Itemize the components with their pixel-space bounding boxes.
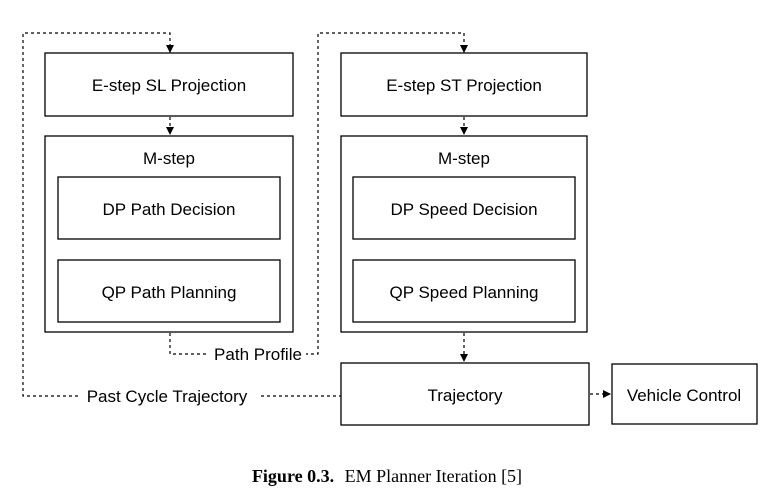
past-cycle-label-bg	[78, 386, 258, 406]
mstep-right-label: M-step	[438, 149, 490, 168]
dp-path-decision-label: DP Path Decision	[103, 200, 236, 219]
estep-sl-box	[44, 52, 294, 117]
dp-path-decision-box	[57, 176, 281, 240]
estep-sl-label: E-step SL Projection	[92, 76, 246, 95]
dp-speed-decision-label: DP Speed Decision	[390, 200, 537, 219]
caption-text: EM Planner Iteration [5]	[345, 466, 522, 486]
qp-path-planning-box	[57, 259, 281, 323]
estep-st-label: E-step ST Projection	[386, 76, 542, 95]
trajectory-label: Trajectory	[428, 386, 503, 405]
dp-speed-decision-box	[352, 176, 576, 240]
qp-speed-planning-box	[352, 259, 576, 323]
qp-speed-planning-label: QP Speed Planning	[389, 283, 538, 302]
vehicle-control-label: Vehicle Control	[627, 386, 741, 405]
path-profile-label: Path Profile	[214, 345, 302, 364]
estep-st-box	[340, 52, 588, 117]
path-profile-label-bg	[206, 344, 306, 364]
caption-figure-number: Figure 0.3.	[252, 466, 334, 486]
qp-path-planning-label: QP Path Planning	[102, 283, 237, 302]
vehicle-control-box	[611, 363, 758, 425]
trajectory-box	[340, 362, 590, 426]
figure-caption: Figure 0.3. EM Planner Iteration [5]	[252, 466, 522, 486]
mstep-left-label: M-step	[143, 149, 195, 168]
past-cycle-label: Past Cycle Trajectory	[87, 387, 248, 406]
